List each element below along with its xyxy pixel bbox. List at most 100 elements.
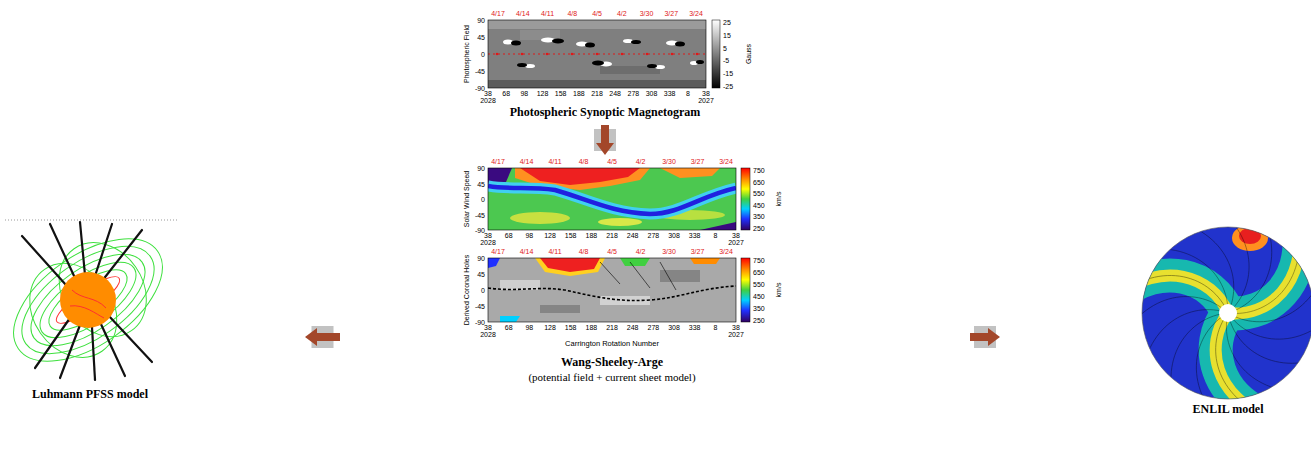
x-tick: 218: [606, 324, 618, 331]
x-tick: 98: [520, 90, 528, 97]
colorbar-tick: 450: [753, 201, 765, 208]
panel-caption: Luhmann PFSS model: [32, 388, 148, 402]
x-tick: 128: [537, 90, 549, 97]
date-label: 3/27: [691, 158, 705, 165]
axis-title: Photospheric Field: [463, 25, 470, 83]
y-tick: 0: [481, 51, 485, 58]
date-label: 3/24: [689, 10, 703, 17]
x-tick: 188: [585, 324, 597, 331]
unit-label: km/s: [775, 283, 782, 298]
colorbar-tick: 350: [753, 213, 765, 220]
date-label: 3/24: [719, 158, 733, 165]
x-tick: 248: [627, 232, 639, 239]
colorbar: [741, 168, 750, 230]
y-tick: 0: [481, 196, 485, 203]
y-tick: 90: [477, 17, 485, 24]
year-label: 2027: [728, 331, 744, 338]
speed-map: [488, 168, 736, 230]
colorbar-tick: 750: [753, 257, 765, 264]
model-panel: Luhmann PFSS model: [0, 200, 305, 405]
date-label: 3/27: [664, 10, 678, 17]
arrow-shaft: [970, 333, 989, 341]
axis-title: Solar Wind Speed: [463, 171, 470, 227]
arrow-head: [305, 328, 317, 346]
x-tick: 308: [668, 232, 680, 239]
x-tick: 38: [732, 232, 740, 239]
date-label: 4/2: [636, 248, 646, 255]
colorbar-tick: 15: [723, 31, 731, 38]
x-tick: 188: [573, 90, 585, 97]
date-label: 4/5: [592, 10, 602, 17]
x-tick: 338: [664, 90, 676, 97]
date-label: 4/17: [491, 248, 505, 255]
colorbar-tick: 650: [753, 269, 765, 276]
date-label: 4/8: [579, 248, 589, 255]
y-tick: 90: [477, 255, 485, 262]
colorbar-tick: -5: [723, 57, 729, 64]
y-tick: -45: [475, 211, 485, 218]
unit-label: Gauss: [745, 44, 752, 64]
year-label: 2028: [480, 239, 496, 246]
year-label: 2028: [480, 97, 496, 104]
x-tick: 68: [505, 324, 513, 331]
flow-arrow: [970, 326, 1000, 348]
y-tick: -90: [475, 85, 485, 92]
date-label: 4/14: [520, 248, 534, 255]
date-label: 4/11: [548, 158, 561, 165]
x-tick: 68: [502, 90, 510, 97]
x-tick: 218: [591, 90, 603, 97]
year-label: 2027: [698, 97, 714, 104]
x-tick: 8: [713, 232, 717, 239]
x-tick: 308: [668, 324, 680, 331]
y-tick: 45: [477, 271, 485, 278]
x-tick: 338: [689, 232, 701, 239]
flow-arrow: [594, 125, 616, 155]
date-label: 4/8: [567, 10, 577, 17]
arrow-shaft: [316, 333, 340, 341]
colorbar-tick: 450: [753, 293, 765, 300]
x-tick: 38: [484, 324, 492, 331]
date-label: 3/30: [640, 10, 654, 17]
x-tick: 68: [505, 232, 513, 239]
y-tick: -45: [475, 303, 485, 310]
y-tick: -90: [475, 319, 485, 326]
axis-title: Derived Coronal Holes: [463, 255, 470, 325]
x-tick: 128: [544, 324, 556, 331]
date-label: 4/5: [607, 248, 617, 255]
axis-title: Carrington Rotation Number: [565, 340, 659, 348]
colorbar: [741, 258, 750, 322]
unit-label: km/s: [775, 192, 782, 207]
x-tick: 98: [525, 232, 533, 239]
colorbar-tick: 250: [753, 225, 765, 232]
date-label: 3/30: [662, 248, 676, 255]
date-label: 3/24: [719, 248, 733, 255]
colorbar-tick: 550: [753, 190, 765, 197]
flow-arrow: [305, 326, 340, 348]
date-label: 4/17: [491, 158, 505, 165]
date-label: 4/5: [607, 158, 617, 165]
x-tick: 158: [565, 324, 577, 331]
panel-subtitle: (potential field + current sheet model): [528, 371, 695, 384]
x-tick: 128: [544, 232, 556, 239]
x-tick: 158: [555, 90, 567, 97]
y-tick: -90: [475, 227, 485, 234]
x-tick: 278: [647, 324, 659, 331]
date-label: 4/2: [636, 158, 646, 165]
pfss-field-lines: [0, 210, 186, 389]
x-tick: 278: [647, 232, 659, 239]
x-tick: 158: [565, 232, 577, 239]
y-tick: 0: [481, 287, 485, 294]
colorbar-tick: 250: [753, 317, 765, 324]
panel-caption: ENLIL model: [1192, 403, 1263, 417]
x-tick: 38: [484, 90, 492, 97]
magnetogram-map: [488, 20, 706, 88]
x-tick: 248: [627, 324, 639, 331]
arrow-shaft: [601, 125, 609, 144]
enlil-disk: [1051, 135, 1311, 465]
arrow-head: [596, 143, 614, 155]
x-tick: 38: [702, 90, 710, 97]
date-label: 3/27: [691, 248, 705, 255]
y-tick: 45: [477, 180, 485, 187]
colorbar-tick: -25: [723, 83, 733, 90]
date-label: 3/30: [662, 158, 676, 165]
